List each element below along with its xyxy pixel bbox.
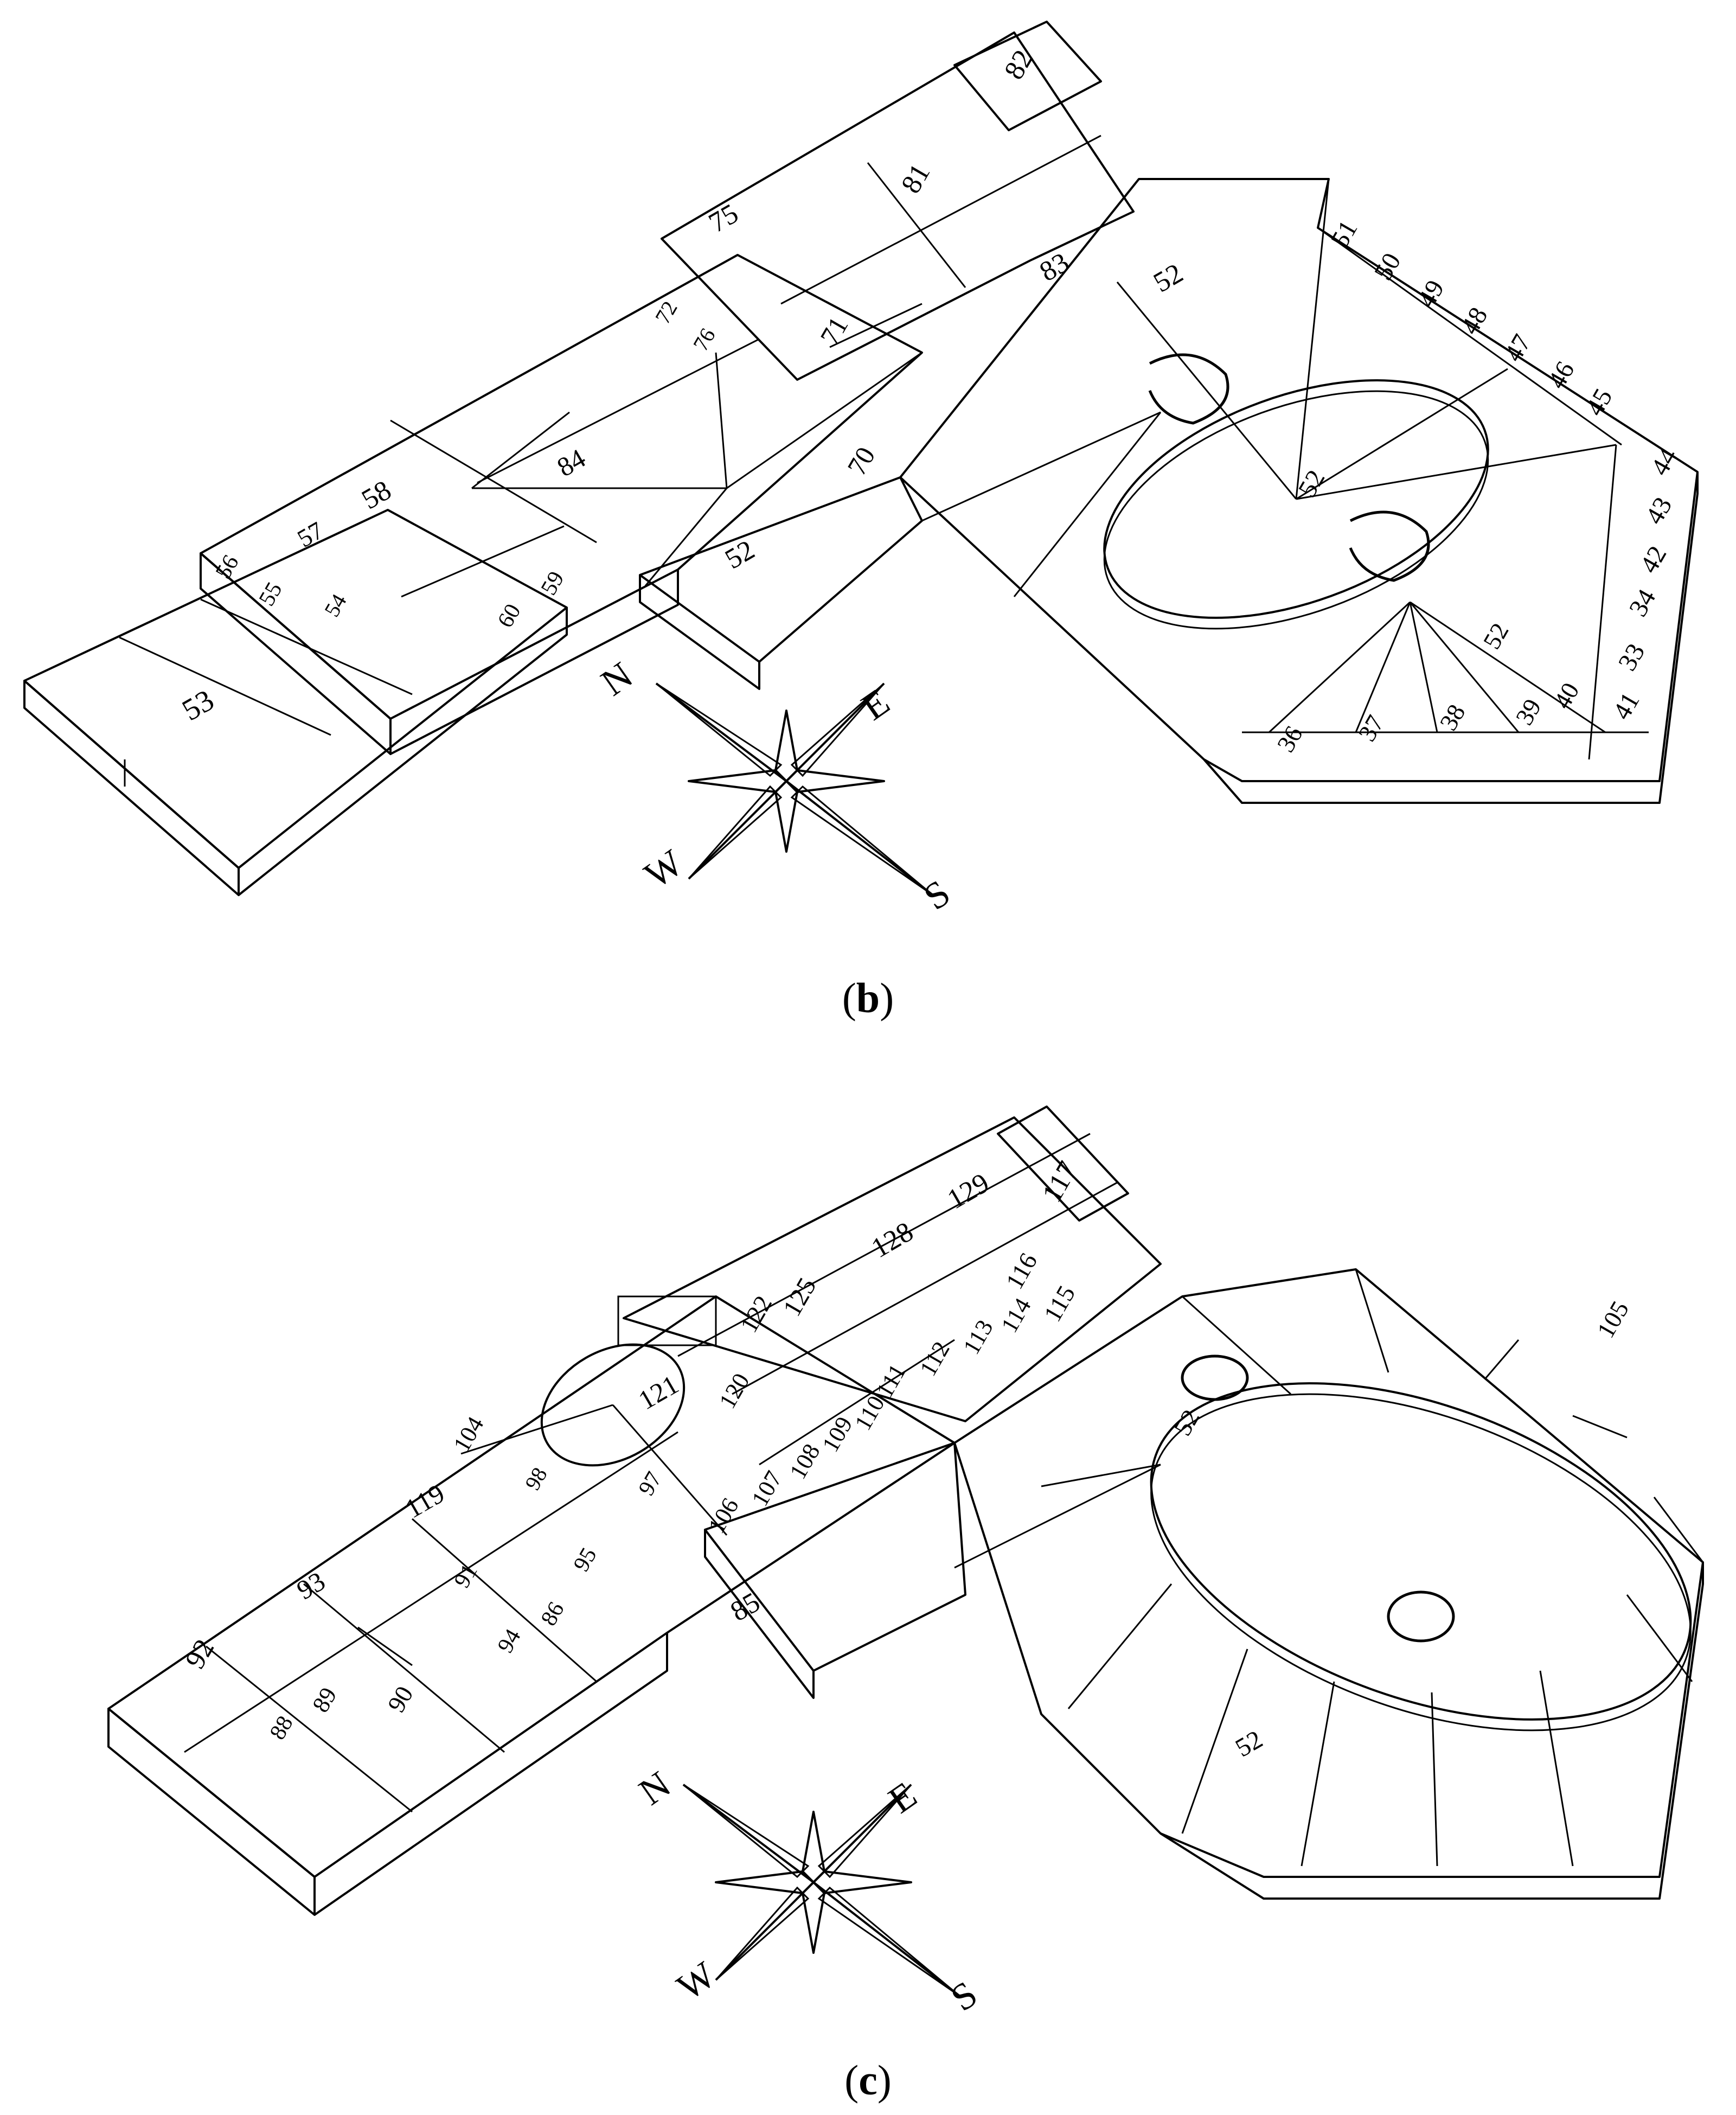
room-label: 82	[998, 44, 1039, 85]
caption-b-letter: b	[856, 974, 880, 1021]
room-label: 83	[1035, 247, 1075, 287]
room-label: 52	[720, 534, 760, 575]
room-label: 84	[552, 443, 591, 482]
room-label: 81	[895, 158, 936, 199]
room-label: 37	[1353, 711, 1389, 746]
atrium-c-top	[953, 1268, 1704, 1878]
room-label: 95	[569, 1544, 602, 1576]
room-label: 129	[943, 1167, 995, 1215]
room-label: 50	[1369, 248, 1407, 285]
compass-label-s: S	[917, 872, 958, 918]
room-label: 108	[784, 1439, 825, 1484]
room-label: 93	[292, 1566, 330, 1605]
room-label: 52	[1149, 258, 1189, 298]
room-label: 86	[536, 1598, 569, 1630]
room-label: 117	[1036, 1156, 1084, 1207]
room-label: 114	[996, 1294, 1036, 1337]
room-label: 36	[1271, 721, 1308, 757]
room-label: 43	[1640, 492, 1678, 529]
room-label: 52	[1168, 1405, 1205, 1440]
room-117-box	[997, 1106, 1129, 1222]
room-label: 34	[1624, 584, 1662, 621]
compass-label-s: S	[944, 1973, 985, 2020]
wing-west-top	[23, 509, 568, 869]
room-label: 52	[1477, 618, 1514, 654]
room-label: 75	[704, 198, 744, 239]
room-label: 92	[180, 1634, 220, 1674]
spiral-stair-b-1	[1148, 353, 1229, 425]
room-label: 120	[714, 1369, 754, 1413]
compass-label-w: W	[637, 842, 690, 897]
panel-b-isometric-plan	[23, 21, 1699, 896]
room-label: 89	[307, 1683, 342, 1717]
room-label: 90	[382, 1682, 418, 1717]
room-label: 51	[1325, 215, 1363, 252]
room-label: 97	[634, 1468, 667, 1500]
compass-label-n: N	[594, 654, 640, 704]
room-label: 48	[1456, 302, 1494, 339]
room-label: 98	[520, 1463, 552, 1494]
room-label: 56	[211, 551, 244, 583]
compass-rose-c	[682, 1784, 961, 1997]
room-label: 105	[1591, 1296, 1634, 1343]
room-85-block	[704, 1442, 966, 1672]
room-label: 70	[841, 442, 881, 480]
caption-c: (c)	[844, 2056, 892, 2104]
compass-rose-b	[655, 682, 934, 896]
spiral-stair-c-2	[1387, 1590, 1455, 1643]
caption-b: (b)	[842, 974, 894, 1021]
room-label: 113	[958, 1315, 998, 1359]
wing-central-top	[200, 254, 923, 720]
caption-c-letter: c	[859, 2056, 877, 2104]
panel-c-isometric-plan	[107, 1106, 1704, 1997]
room-label: 45	[1580, 384, 1618, 420]
room-label: 49	[1412, 275, 1450, 312]
compass-label-w: W	[670, 1954, 723, 2009]
room-label: 60	[493, 600, 526, 632]
wing-c-west-top	[107, 1295, 956, 1878]
rotunda-c	[1150, 1382, 1692, 1721]
room-label: 44	[1645, 443, 1683, 480]
room-label: 91	[450, 1560, 483, 1592]
room-label: 128	[867, 1216, 919, 1264]
room-label: 71	[814, 311, 854, 350]
labels-panel-c: 117 129 128 125 122 121 120 116 115 114 …	[180, 1156, 1634, 2020]
labels-panel-b: 82 81 75 83 52 51 50 49 48 47 46 45 44 4…	[177, 44, 1683, 918]
room-label: 115	[1038, 1281, 1080, 1326]
room-label: 57	[293, 516, 328, 552]
wing-west-edge	[238, 608, 568, 896]
room-label: 42	[1635, 541, 1673, 578]
room-label: 94	[493, 1625, 526, 1657]
room-label: 38	[1434, 700, 1470, 735]
spiral-stair-b-2	[1349, 510, 1430, 582]
lobby-ellipse-c	[540, 1343, 686, 1467]
spiral-stair-c-1	[1181, 1354, 1249, 1401]
room-label: 46	[1542, 356, 1580, 393]
room-label: 119	[400, 1478, 450, 1524]
room-label: 125	[778, 1273, 822, 1321]
compass-label-n: N	[632, 1763, 678, 1813]
rotunda-b	[1103, 379, 1489, 619]
room-label: 121	[633, 1369, 684, 1416]
atrium-b-side	[1203, 472, 1699, 804]
room-label: 52	[1231, 1725, 1267, 1763]
room-label: 106	[703, 1493, 744, 1538]
room-label: 58	[357, 475, 397, 515]
room-label: 41	[1607, 687, 1645, 724]
wing-c-north-top	[623, 1116, 1162, 1422]
room-label: 104	[448, 1412, 489, 1456]
room-label: 76	[688, 324, 720, 355]
compass-label-e: E	[881, 1774, 924, 1822]
room-label: 116	[1000, 1248, 1042, 1294]
room-82-box	[953, 21, 1102, 131]
room-label: 53	[177, 683, 220, 728]
room-label: 54	[319, 590, 351, 621]
room-label: 33	[1613, 638, 1651, 675]
room-label: 39	[1510, 694, 1546, 730]
room-label: 40	[1548, 678, 1584, 713]
